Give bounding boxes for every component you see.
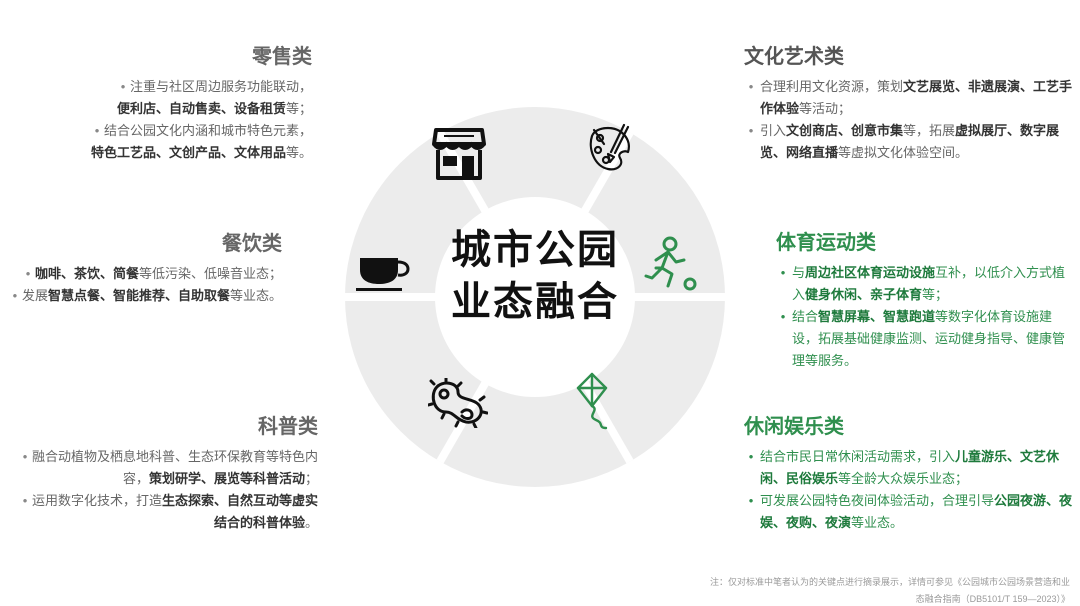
center-title: 城市公园 业态融合 — [440, 224, 630, 328]
bullet: • — [748, 493, 754, 508]
science-title: 科普类 — [258, 416, 318, 438]
bullet: • — [120, 79, 126, 94]
bullet: • — [12, 288, 18, 303]
microbe-icon — [428, 378, 488, 428]
culture-item-1: •合理利用文化资源，策划文艺展览、非遗展演、工艺手作体验等活动； — [744, 76, 1074, 120]
food-item-1: •咖啡、茶饮、简餐等低污染、低噪音业态； — [0, 263, 282, 285]
bullet: • — [25, 266, 31, 281]
bullet: • — [748, 449, 754, 464]
sports-block: 体育运动类 •与周边社区体育运动设施互补，以低介入方式植入健身休闲、亲子体育等；… — [776, 230, 1074, 372]
running-icon — [644, 236, 697, 291]
food-block: 餐饮类 •咖啡、茶饮、简餐等低污染、低噪音业态； •发展智慧点餐、智能推荐、自助… — [0, 231, 282, 307]
bullet: • — [748, 123, 754, 138]
retail-block: 零售类 •注重与社区周边服务功能联动， 便利店、自动售卖、设备租赁等； •结合公… — [12, 44, 312, 164]
culture-block: 文化艺术类 •合理利用文化资源，策划文艺展览、非遗展演、工艺手作体验等活动； •… — [744, 44, 1074, 164]
science-item-1: •融合动植物及栖息地科普、生态环保教育等特色内容，策划研学、展览等科普活动； — [12, 446, 318, 490]
center-title-line2: 业态融合 — [451, 280, 619, 324]
sports-title: 体育运动类 — [776, 232, 876, 254]
bullet: • — [22, 449, 28, 464]
food-item-2: •发展智慧点餐、智能推荐、自助取餐等业态。 — [0, 285, 282, 307]
science-block: 科普类 •融合动植物及栖息地科普、生态环保教育等特色内容，策划研学、展览等科普活… — [12, 414, 318, 534]
leisure-item-1: •结合市民日常休闲活动需求，引入儿童游乐、文艺休闲、民俗娱乐等全龄大众娱乐业态； — [744, 446, 1074, 490]
bullet: • — [94, 123, 100, 138]
coffee-cup-icon — [356, 258, 410, 291]
retail-title: 零售类 — [252, 46, 312, 68]
food-title: 餐饮类 — [222, 233, 282, 255]
bullet: • — [780, 265, 786, 280]
bullet: • — [780, 309, 786, 324]
retail-item-1: •注重与社区周边服务功能联动， 便利店、自动售卖、设备租赁等； — [12, 76, 312, 120]
leisure-item-2: •可发展公园特色夜间体验活动，合理引导公园夜游、夜娱、夜购、夜演等业态。 — [744, 490, 1074, 534]
leisure-title: 休闲娱乐类 — [744, 416, 844, 438]
leisure-block: 休闲娱乐类 •结合市民日常休闲活动需求，引入儿童游乐、文艺休闲、民俗娱乐等全龄大… — [744, 414, 1074, 534]
wheel-svg — [345, 107, 725, 487]
wheel-center — [435, 197, 635, 397]
bullet: • — [748, 79, 754, 94]
culture-item-2: •引入文创商店、创意市集等，拓展虚拟展厅、数字展览、网络直播等虚拟文化体验空间。 — [744, 120, 1074, 164]
store-icon — [432, 128, 486, 180]
sports-item-1: •与周边社区体育运动设施互补，以低介入方式植入健身休闲、亲子体育等； — [776, 262, 1074, 306]
science-item-2: •运用数字化技术，打造生态探索、自然互动等虚实结合的科普体验。 — [12, 490, 318, 534]
sports-item-2: •结合智慧屏幕、智慧跑道等数字化体育设施建设，拓展基础健康监测、运动健身指导、健… — [776, 306, 1074, 372]
footnote: 注：仅对标准中笔者认为的关键点进行摘录展示，详情可参见《公园城市公园场景营造和业… — [710, 577, 1071, 604]
bullet: • — [22, 493, 28, 508]
retail-item-2: •结合公园文化内涵和城市特色元素， 特色工艺品、文创产品、文体用品等。 — [12, 120, 312, 164]
segment-wheel — [345, 107, 725, 487]
art-palette-icon — [589, 123, 630, 171]
center-title-line1: 城市公园 — [451, 228, 619, 272]
culture-title: 文化艺术类 — [744, 46, 844, 68]
kite-icon — [576, 372, 608, 430]
